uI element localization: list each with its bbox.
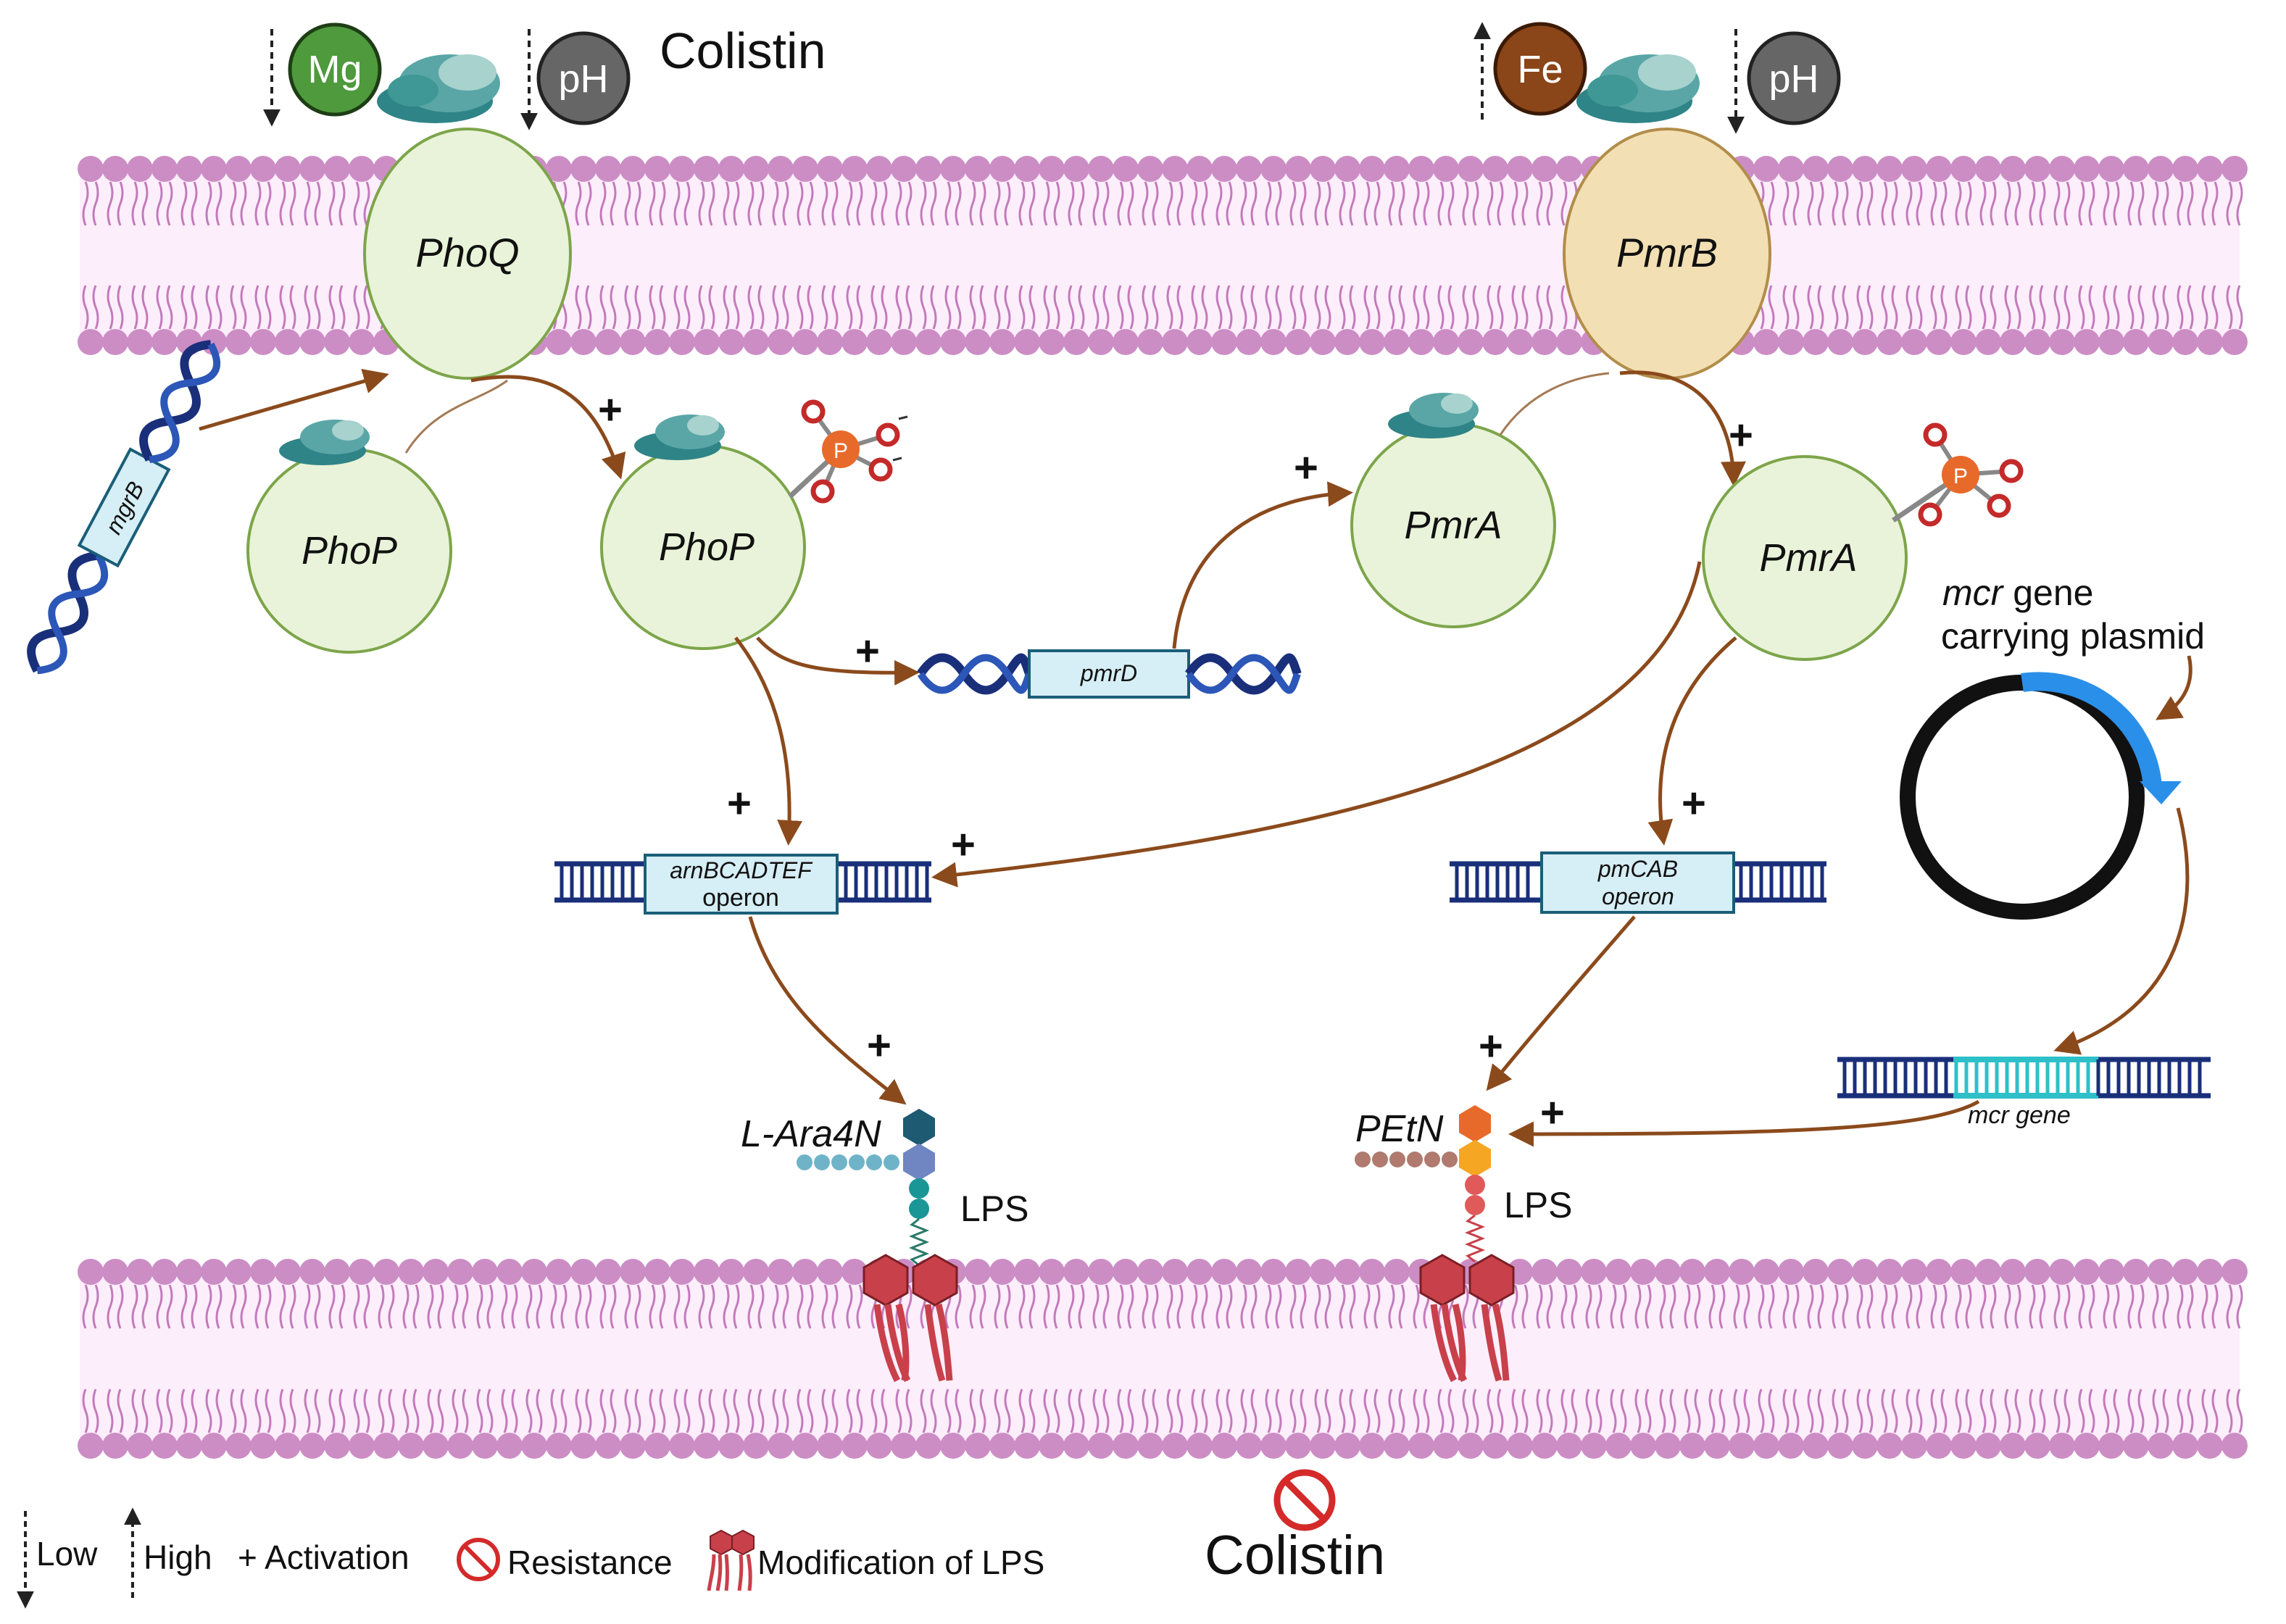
colistin-molecule-icon [634, 415, 725, 460]
mcr-gene [1837, 1057, 2211, 1099]
svg-text:operon: operon [1602, 883, 1674, 909]
phoq-phop-link [404, 379, 508, 454]
colistin-molecule-icon [279, 420, 370, 465]
svg-text:pmrD: pmrD [1080, 660, 1137, 686]
phoq-to-phop-arrow [470, 375, 626, 480]
svg-text:pmCAB: pmCAB [1597, 856, 1678, 882]
svg-text:PmrA: PmrA [1405, 504, 1502, 547]
legend-resistance: Resistance [507, 1544, 673, 1581]
mg-ion-icon: Mg [288, 22, 382, 117]
colistin-top-label: Colistin [660, 22, 826, 79]
pmra-active: PmrA [1702, 455, 1908, 661]
lara4n-label: L-Ara4N [741, 1113, 881, 1155]
arn-operon: arnBCADTEF operon [554, 854, 931, 915]
phosphate-group-icon: P [788, 399, 908, 504]
svg-text:PhoP: PhoP [659, 525, 755, 569]
phop-active: PhoP [600, 444, 806, 650]
plus-sign: + [1294, 444, 1318, 491]
inner-membrane [78, 1259, 2248, 1459]
mgrb-gene: mgrB [27, 340, 221, 675]
resistance-icon [1273, 1469, 1336, 1531]
colistin-molecule-icon [1388, 393, 1479, 438]
pmrd-gene: pmrD [917, 649, 1302, 699]
plus-sign: + [598, 386, 623, 433]
petn-modification [1355, 1105, 1491, 1263]
lara4n-modification [797, 1109, 935, 1267]
legend-high: High [144, 1538, 212, 1576]
petn-label: PEtN [1355, 1108, 1444, 1150]
pmrb-to-pmra-arrow [1619, 370, 1746, 487]
pmcab-to-petn-arrow [1486, 915, 1636, 1091]
svg-text:P: P [834, 439, 848, 463]
plasmid-label-line1: mcr gene [1942, 572, 2093, 613]
svg-text:operon: operon [702, 884, 779, 912]
lps-left [863, 1254, 958, 1383]
mcr-to-petn-arrow [1508, 1099, 1980, 1147]
legend-lps-icon [707, 1529, 755, 1591]
svg-text:PmrA: PmrA [1760, 536, 1858, 580]
plus-sign: + [1682, 780, 1706, 827]
plus-sign: + [1479, 1023, 1503, 1070]
svg-text:pH: pH [1768, 57, 1819, 101]
colistin-molecule-icon [377, 54, 500, 123]
svg-text:Mg: Mg [307, 48, 362, 91]
legend: Low High + Activation Resistance Modific… [17, 1507, 1044, 1609]
svg-text:arnBCADTEF: arnBCADTEF [670, 857, 813, 883]
pmra-to-pmcab-arrow [1647, 636, 1737, 846]
plus-sign: + [951, 821, 976, 868]
lps-left-label: LPS [960, 1188, 1029, 1229]
mcr-plasmid [1900, 672, 2182, 920]
legend-low: Low [36, 1535, 98, 1573]
plasmid-to-mcr-arrow [2053, 807, 2190, 1055]
colistin-bottom-label: Colistin [1205, 1525, 1385, 1586]
phop-to-arn-arrow [734, 636, 803, 846]
lps-right-label: LPS [1504, 1185, 1573, 1225]
legend-modification: Modification of LPS [757, 1544, 1044, 1581]
plus-sign: + [867, 1022, 891, 1069]
plasmid-label-line2: carrying plasmid [1941, 616, 2205, 657]
arn-to-lara4n-arrow [748, 916, 907, 1105]
mcr-gene-label: mcr gene [1968, 1102, 2071, 1129]
phop-inactive: PhoP [246, 448, 452, 654]
pmrb-sensor: PmrB [1563, 128, 1771, 380]
lps-right [1419, 1254, 1515, 1383]
fe-ion-icon: Fe [1493, 22, 1587, 116]
ph-icon-left: pH [536, 31, 631, 125]
legend-activation: + Activation [238, 1538, 410, 1576]
pmrd-to-pmra-arrow [1172, 481, 1353, 649]
plus-sign: + [727, 780, 752, 827]
plus-sign: + [1729, 412, 1753, 459]
colistin-molecule-icon [1576, 54, 1700, 123]
svg-text:pH: pH [558, 57, 608, 101]
ph-icon-right: pH [1747, 31, 1841, 125]
svg-text:PhoP: PhoP [302, 529, 397, 572]
phop-to-pmrd-arrow [756, 636, 920, 686]
svg-text:P: P [1953, 465, 1968, 488]
mgrb-to-phoq-arrow [199, 368, 389, 431]
pmra-to-arn-arrow [931, 561, 1702, 888]
svg-text:Fe: Fe [1517, 48, 1563, 91]
phoq-sensor: PhoQ [363, 128, 572, 380]
svg-text:PhoQ: PhoQ [415, 230, 519, 275]
pmcab-operon: pmCAB operon [1450, 851, 1826, 914]
legend-resistance-icon [457, 1538, 500, 1581]
pmrb-pmra-link [1499, 372, 1610, 436]
plus-sign: + [855, 628, 880, 675]
phosphate-group-icon: P [1892, 422, 2024, 527]
svg-text:PmrB: PmrB [1616, 230, 1718, 275]
plus-sign: + [1540, 1089, 1565, 1136]
pmra-inactive: PmrA [1350, 422, 1556, 628]
label-to-plasmid-arrow [2155, 655, 2193, 720]
